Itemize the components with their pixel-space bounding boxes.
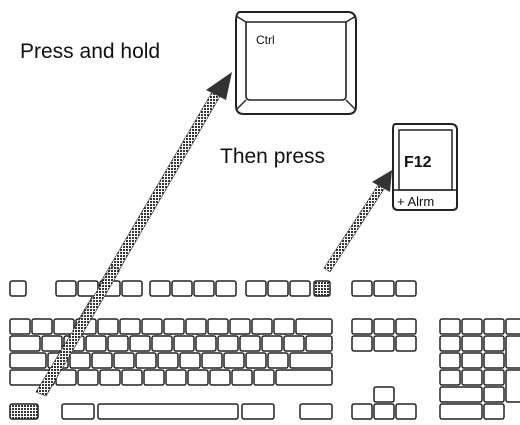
keyboard [9,280,520,420]
esc-key [9,280,27,297]
ctrl-key-label: Ctrl [256,33,275,47]
ctrl-key-enlarged: Ctrl [235,11,357,115]
press-and-hold-label: Press and hold [20,40,161,63]
f12-key-enlarged: F12 + Alrm [392,123,458,211]
f12-key-highlighted [313,280,331,297]
f2-key [77,280,99,297]
then-press-label: Then press [220,145,326,168]
f9-key [245,280,267,297]
arrow-to-ctrl-overlay [35,265,121,397]
arrow-to-f12 [323,170,392,273]
f5-key [149,280,171,297]
ctrl-key-highlighted [9,403,39,420]
f4-key [121,280,143,297]
f12-alarm-label: + Alrm [397,194,434,209]
f12-key-label: F12 [404,154,432,171]
f1-key [55,280,77,297]
f11-key [289,280,311,297]
f7-key [193,280,215,297]
f10-key [267,280,289,297]
f6-key [171,280,193,297]
f8-key [215,280,237,297]
